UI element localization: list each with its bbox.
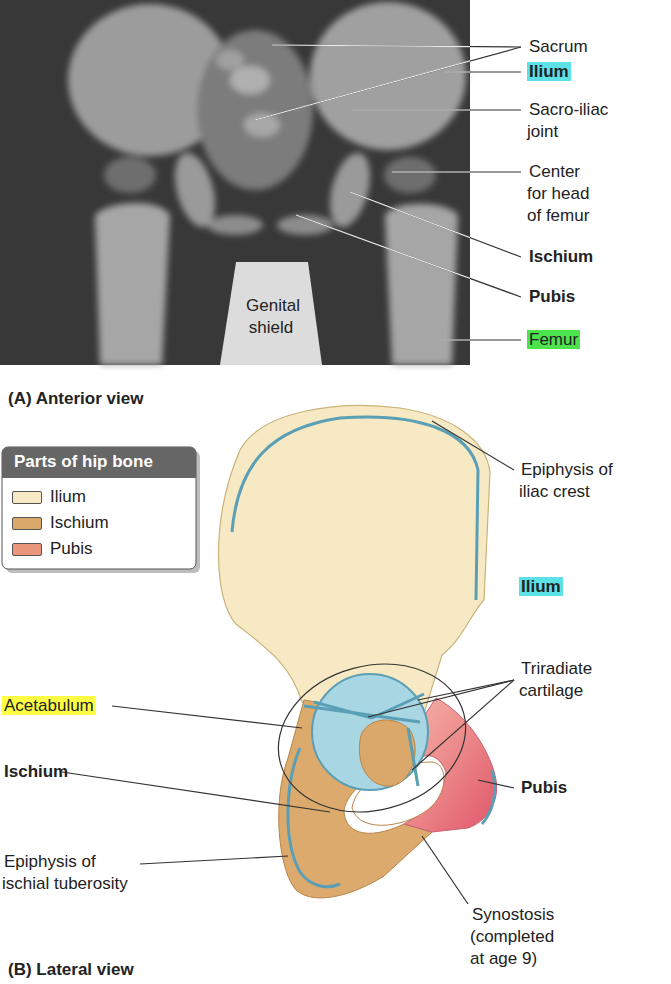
part-label: Genital shield	[232, 295, 312, 339]
part-label: Femur	[527, 329, 580, 351]
label-text: Parts of hip bone	[12, 452, 155, 471]
part-label: Pubis	[519, 777, 569, 799]
legend-swatch	[12, 491, 42, 504]
label-text: Ilium	[519, 577, 563, 596]
part-label: Center for head of femur	[527, 161, 601, 227]
leader-lines	[62, 421, 514, 904]
label-text: Genital shield	[244, 296, 300, 337]
label-text: Acetabulum	[2, 696, 96, 715]
label-text: Pubis	[519, 778, 569, 797]
label-text: Ischium	[2, 762, 70, 781]
legend-heading: Parts of hip bone	[12, 451, 192, 473]
legend-box	[2, 447, 200, 573]
legend-text: Ilium	[50, 486, 86, 508]
label-text: Ilium	[527, 62, 571, 81]
legend-text: Ischium	[50, 512, 109, 534]
label-text: Sacro-iliac joint	[527, 100, 608, 141]
legend-entry: Ischium	[12, 512, 109, 534]
label-text: (B) Lateral view	[6, 960, 136, 979]
part-label: Ilium	[519, 576, 563, 598]
part-label: Synostosis (completed at age 9)	[470, 904, 568, 970]
label-text: Synostosis (completed at age 9)	[470, 905, 554, 968]
part-label: Epiphysis of ischial tuberosity	[2, 851, 144, 895]
label-text: Femur	[527, 330, 580, 349]
leader-lines	[255, 45, 521, 340]
legend-swatch	[12, 543, 42, 556]
genital-shield	[220, 262, 322, 365]
view-caption: (A) Anterior view	[6, 388, 145, 410]
part-label: Epiphysis of iliac crest	[519, 459, 631, 503]
part-label: Sacrum	[527, 36, 590, 58]
legend-text: Pubis	[50, 538, 93, 560]
label-text: Center for head of femur	[527, 162, 591, 225]
part-label: Pubis	[527, 286, 577, 308]
part-label: Ilium	[527, 61, 571, 83]
label-text: Pubis	[527, 287, 577, 306]
legend-swatch	[12, 517, 42, 530]
hip-bone	[219, 405, 497, 897]
part-label: Ischium	[2, 761, 70, 783]
part-label: Acetabulum	[2, 695, 96, 717]
legend-entry: Pubis	[12, 538, 93, 560]
label-text: (A) Anterior view	[6, 389, 145, 408]
label-text: Ischium	[527, 247, 595, 266]
part-label: Ischium	[527, 246, 595, 268]
label-text: Sacrum	[527, 37, 590, 56]
label-text: Epiphysis of ischial tuberosity	[2, 852, 130, 893]
leader-lines	[255, 45, 470, 340]
part-label: Sacro-iliac joint	[527, 99, 627, 143]
part-label: Triradiate cartilage	[519, 658, 621, 702]
view-caption: (B) Lateral view	[6, 959, 136, 981]
xray-image	[0, 0, 470, 365]
legend-entry: Ilium	[12, 486, 86, 508]
label-text: Triradiate cartilage	[519, 659, 592, 700]
label-text: Epiphysis of iliac crest	[519, 460, 613, 501]
